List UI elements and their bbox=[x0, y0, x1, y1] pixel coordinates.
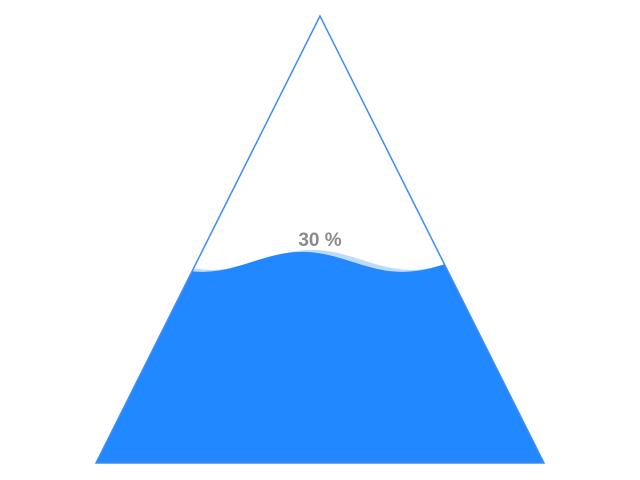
percent-label: 30 % bbox=[298, 230, 341, 251]
triangle-outline bbox=[94, 14, 546, 464]
liquid-wave-front bbox=[96, 251, 544, 463]
